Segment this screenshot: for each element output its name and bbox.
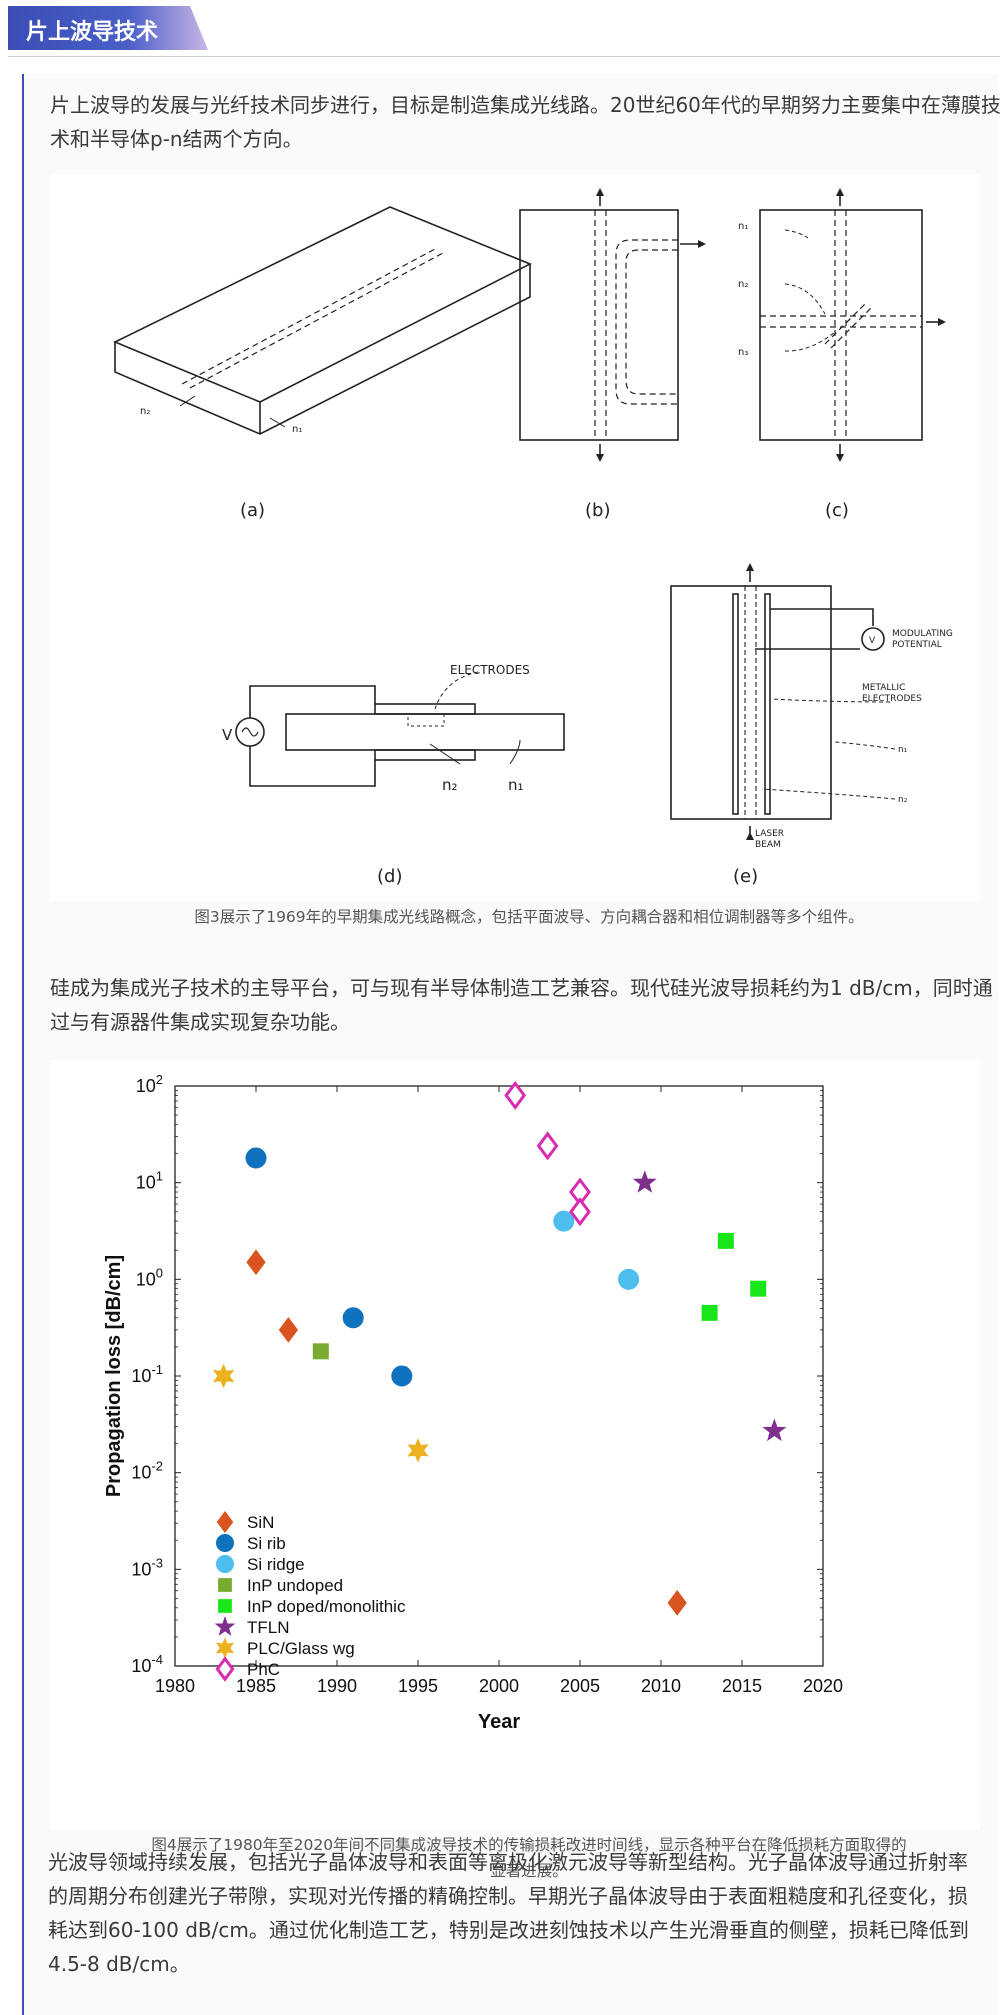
panel-a-slab bbox=[113, 206, 532, 435]
y-axis-title: Propagation loss [dB/cm] bbox=[103, 1255, 125, 1497]
data-point bbox=[391, 1365, 413, 1387]
x-tick-label: 2010 bbox=[641, 1676, 681, 1696]
label-c-n1: n₁ bbox=[738, 221, 748, 232]
y-tick-label: 10-1 bbox=[131, 1362, 163, 1386]
figure-3-caption: 图3展示了1969年的早期集成光线路概念，包括平面波导、方向耦合器和相位调制器等… bbox=[194, 908, 864, 926]
data-point bbox=[245, 1147, 267, 1169]
section-header: 片上波导技术 bbox=[8, 6, 1000, 58]
data-point bbox=[536, 1131, 559, 1161]
data-point bbox=[717, 1232, 734, 1249]
legend-label: Si rib bbox=[247, 1534, 286, 1553]
x-tick-label: 2000 bbox=[479, 1676, 519, 1696]
label-a-n1: n₁ bbox=[292, 424, 302, 435]
data-point bbox=[504, 1080, 527, 1110]
panel-b-coupler bbox=[519, 194, 700, 456]
section-title: 片上波导技术 bbox=[26, 20, 159, 45]
legend-label: SiN bbox=[247, 1513, 274, 1532]
article-body: 片上波导的发展与光纤技术同步进行，目标是制造集成光线路。20世纪60年代的早期努… bbox=[22, 74, 1001, 2015]
y-tick-label: 10-4 bbox=[131, 1652, 163, 1676]
legend-marker bbox=[216, 1510, 234, 1534]
paragraph-silicon: 硅成为集成光子技术的主导平台，可与现有半导体制造工艺兼容。现代硅光波导损耗约为1… bbox=[50, 976, 993, 1034]
data-point bbox=[750, 1280, 767, 1297]
legend-marker bbox=[216, 1555, 234, 1573]
x-axis-title: Year bbox=[478, 1711, 520, 1733]
y-tick-label: 100 bbox=[136, 1265, 163, 1289]
label-laser-1: LASER bbox=[755, 829, 784, 839]
data-point bbox=[278, 1317, 299, 1343]
panel-label-b: (b) bbox=[585, 500, 610, 521]
y-tick-label: 102 bbox=[136, 1072, 163, 1096]
figure-4-caption: 图4展示了1980年至2020年间不同集成波导技术的传输损耗改进时间线，显示各种… bbox=[50, 1832, 1008, 1884]
panel-label-e: (e) bbox=[733, 866, 758, 887]
label-e-v: V bbox=[869, 636, 876, 646]
data-point bbox=[213, 1363, 235, 1389]
data-point bbox=[632, 1170, 657, 1193]
data-marks bbox=[213, 1080, 787, 1616]
figure-4-caption-line1: 图4展示了1980年至2020年间不同集成波导技术的传输损耗改进时间线，显示各种… bbox=[151, 1836, 907, 1854]
x-tick-label: 2015 bbox=[722, 1676, 762, 1696]
legend-marker bbox=[216, 1534, 234, 1552]
figure-4: 1980 1985 1990 1995 2000 2005 2010 2015 2020 10-4… bbox=[50, 1060, 980, 1830]
panel-label-d: (d) bbox=[377, 866, 402, 887]
panel-label-a: (a) bbox=[240, 500, 265, 521]
label-e-n2: n₂ bbox=[898, 795, 908, 805]
label-modulating-2: POTENTIAL bbox=[892, 640, 942, 650]
panel-c-crossing bbox=[759, 194, 940, 456]
section-tab bbox=[8, 6, 208, 50]
data-point bbox=[246, 1249, 266, 1276]
data-point bbox=[618, 1268, 640, 1290]
x-tick-label: 1995 bbox=[398, 1676, 438, 1696]
x-tick-label: 2005 bbox=[560, 1676, 600, 1696]
label-c-n3: n₃ bbox=[738, 347, 748, 358]
label-d-n1: n₁ bbox=[508, 776, 524, 794]
figure-4-caption-line2: 显著进展。 bbox=[490, 1862, 568, 1880]
data-point bbox=[553, 1210, 575, 1232]
legend-label: Si ridge bbox=[247, 1555, 305, 1574]
label-laser-2: BEAM bbox=[755, 840, 781, 850]
x-tick-label: 1990 bbox=[317, 1676, 357, 1696]
label-metallic-1: METALLIC bbox=[862, 683, 905, 693]
x-tick-label: 1980 bbox=[155, 1676, 195, 1696]
label-d-v: V bbox=[222, 726, 233, 744]
figure-3: n₂ n₁ n₁ n₂ n₃ ELECTRODES V n₂ n₁ V MODU… bbox=[50, 174, 980, 901]
y-tick-label: 10-2 bbox=[131, 1459, 163, 1483]
y-tick-label: 10-3 bbox=[131, 1555, 163, 1579]
label-c-n2: n₂ bbox=[738, 279, 748, 290]
loss-chart: 1980 1985 1990 1995 2000 2005 2010 2015 2020 10-4… bbox=[103, 1072, 843, 1733]
data-point bbox=[407, 1438, 429, 1463]
axis-ticks: 1980 1985 1990 1995 2000 2005 2010 2015 2020 10-4… bbox=[131, 1072, 843, 1696]
legend-marker bbox=[218, 1599, 232, 1613]
legend-label: InP undoped bbox=[247, 1576, 343, 1595]
data-point bbox=[701, 1304, 718, 1321]
label-electrodes-d: ELECTRODES bbox=[450, 663, 530, 677]
legend-marker bbox=[214, 1616, 236, 1636]
data-point bbox=[569, 1197, 591, 1227]
data-point bbox=[762, 1418, 787, 1442]
x-tick-label: 2020 bbox=[803, 1676, 843, 1696]
data-point bbox=[342, 1307, 364, 1329]
panel-label-c: (c) bbox=[825, 500, 849, 521]
label-e-n1: n₁ bbox=[898, 745, 908, 755]
paragraph-photonic: 光波导领域持续发展，包括光子晶体波导和表面等离极化激元波导等新型结构。光子晶体波… bbox=[48, 1850, 969, 1976]
panel-d-modulator bbox=[235, 671, 565, 787]
legend-marker bbox=[215, 1656, 235, 1682]
legend-label: PhC bbox=[247, 1660, 280, 1679]
data-point bbox=[667, 1590, 687, 1616]
legend-label: InP doped/monolithic bbox=[247, 1597, 406, 1616]
label-modulating-1: MODULATING bbox=[892, 629, 953, 639]
data-point bbox=[312, 1343, 329, 1360]
label-d-n2: n₂ bbox=[442, 776, 458, 794]
legend-label: PLC/Glass wg bbox=[247, 1639, 355, 1658]
legend-marker bbox=[218, 1578, 232, 1592]
legend-box bbox=[198, 1503, 438, 1658]
legend-label: TFLN bbox=[247, 1618, 290, 1637]
label-metallic-2: ELECTRODES bbox=[862, 694, 922, 704]
section-divider bbox=[8, 56, 1000, 57]
label-a-n2: n₂ bbox=[140, 406, 150, 417]
x-tick-label: 1985 bbox=[236, 1676, 276, 1696]
y-tick-label: 101 bbox=[136, 1169, 163, 1193]
figure-3-drawing: n₂ n₁ n₁ n₂ n₃ ELECTRODES V n₂ n₁ V MODU… bbox=[113, 188, 953, 887]
paragraph-intro: 片上波导的发展与光纤技术同步进行，目标是制造集成光线路。20世纪60年代的早期努… bbox=[50, 93, 1001, 151]
